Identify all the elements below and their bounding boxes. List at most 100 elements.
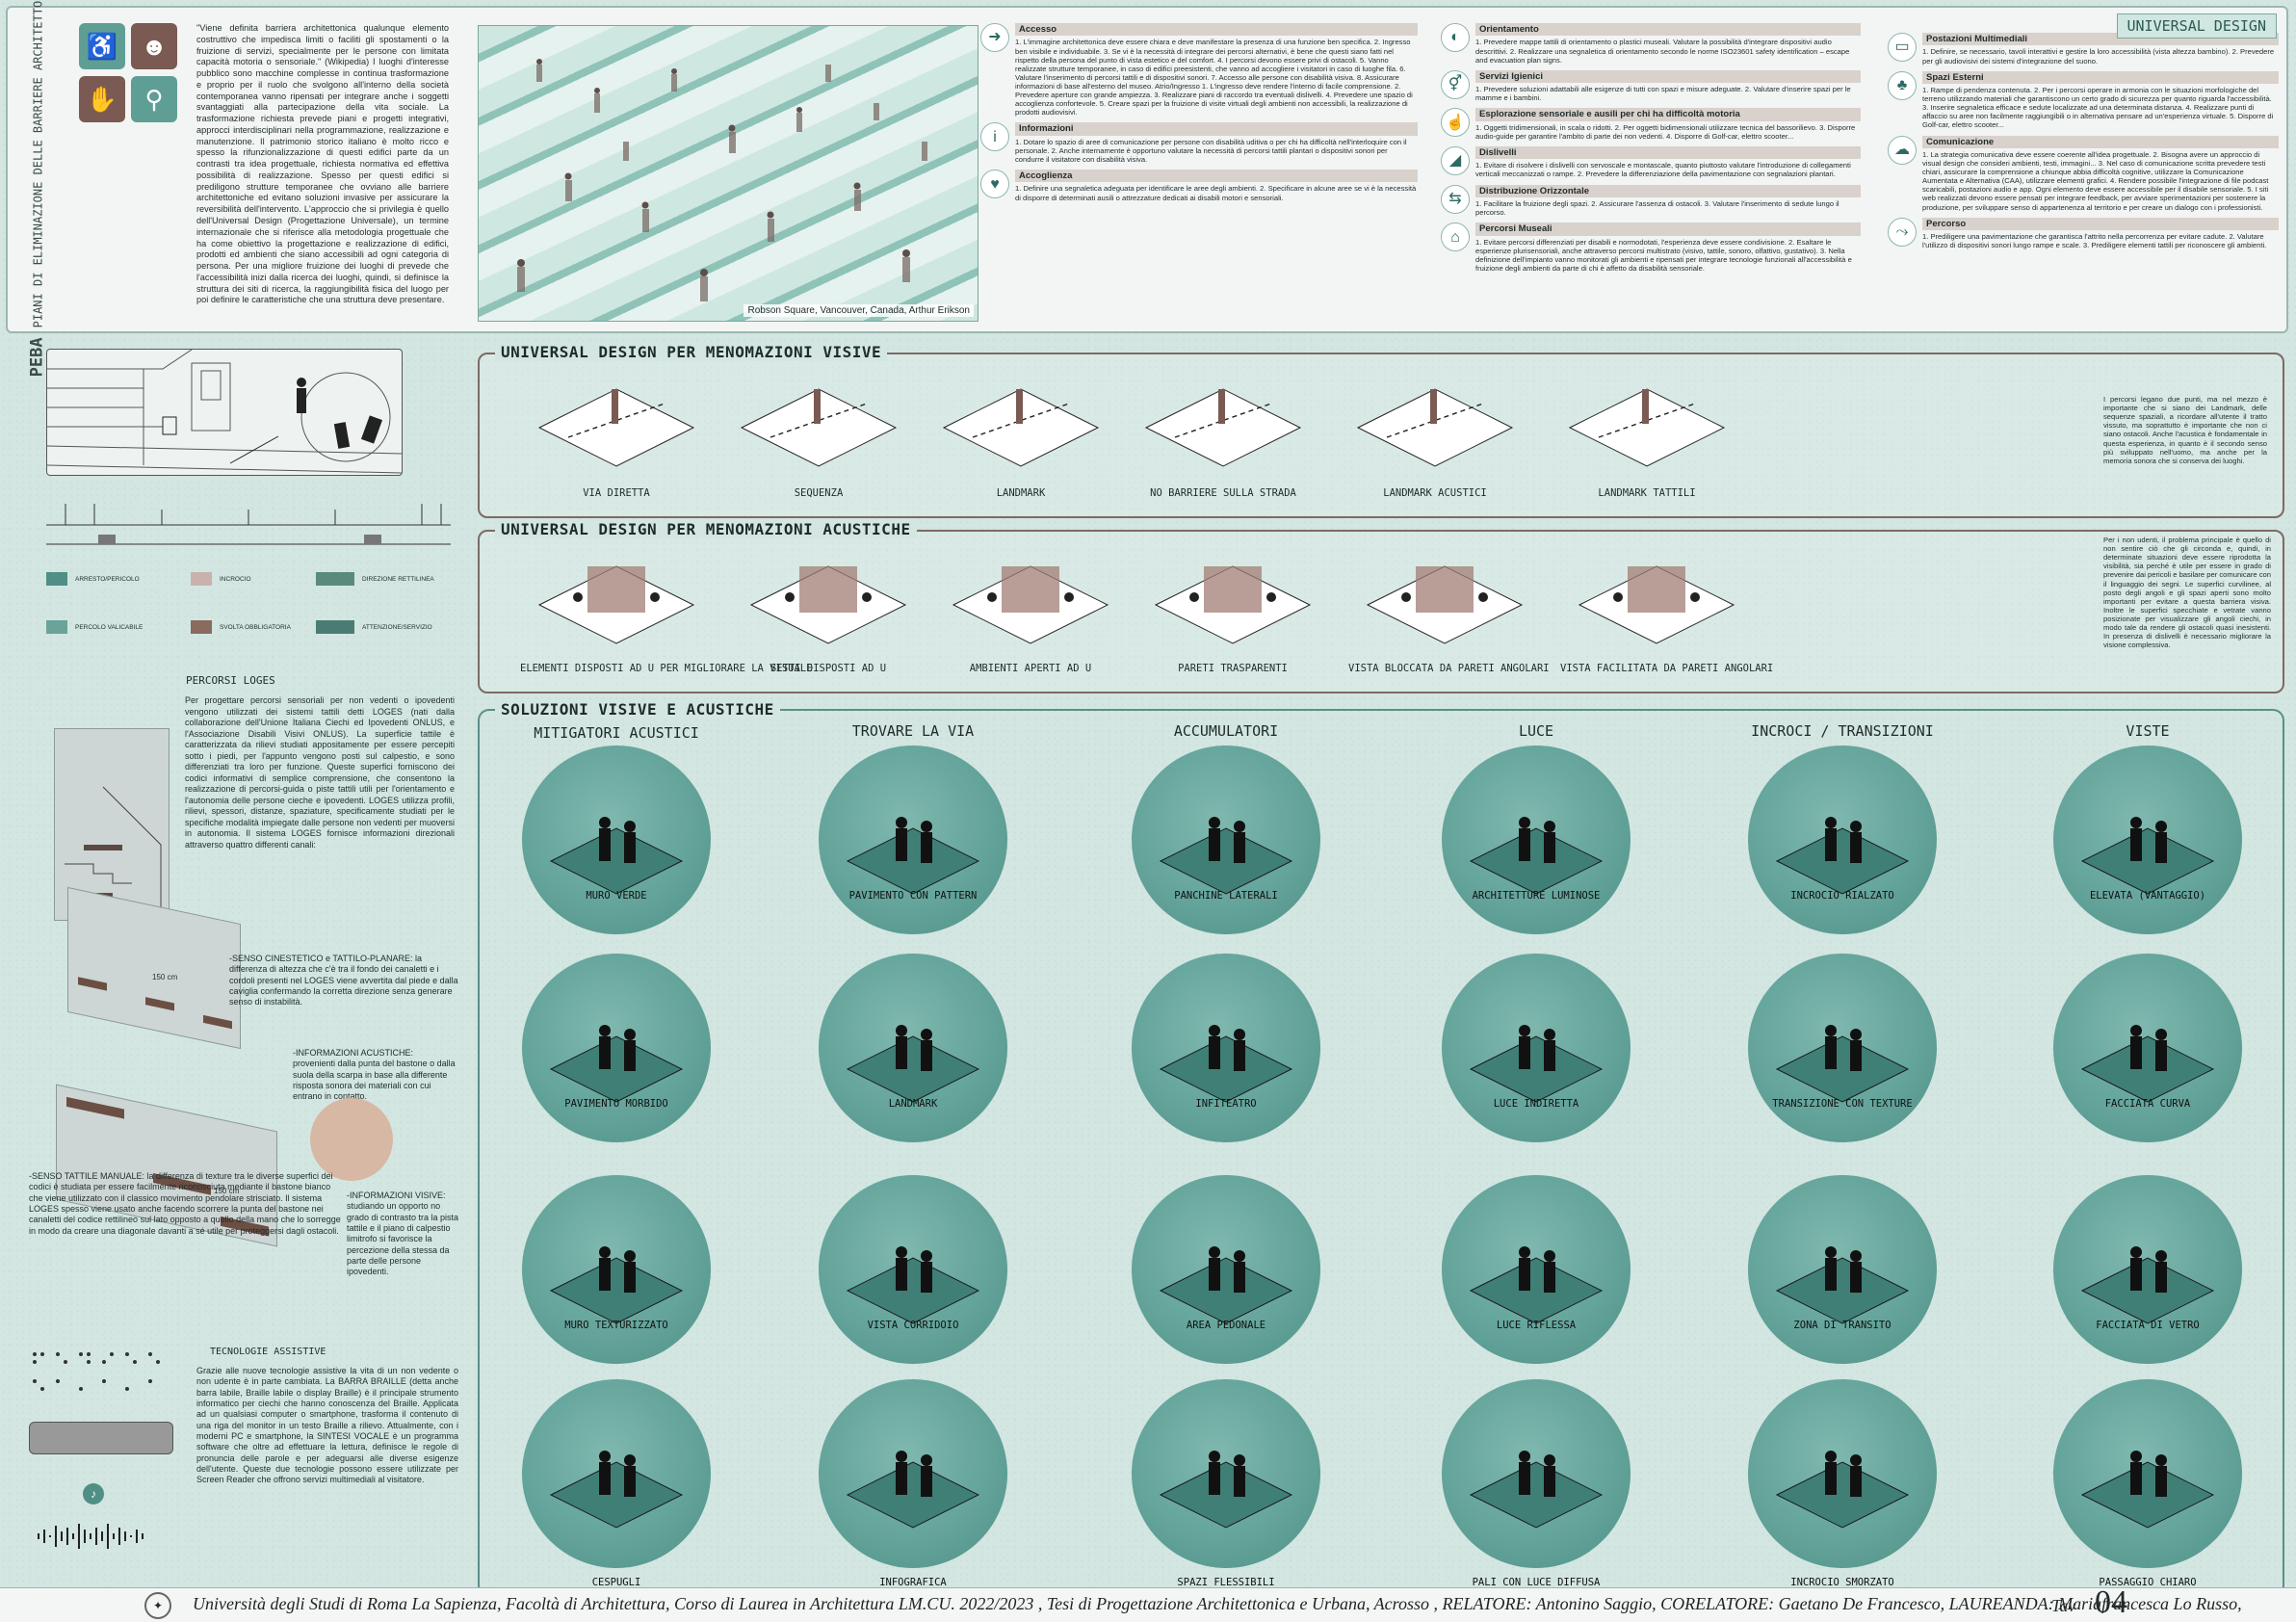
guideline-text: 1. Facilitare la fruizione degli spazi. … [1475,198,1839,218]
solution-label: LUCE RIFLESSA [1496,1320,1577,1331]
guideline-title: Accoglienza [1015,170,1418,183]
robson-square-photo: Robson Square, Vancouver, Canada, Arthur… [478,25,978,322]
braille-bar-device [29,1422,173,1454]
acoustic-note: Per i non udenti, il problema principale… [2103,536,2271,650]
acoustic-design-card: AMBIENTI APERTI AD U [934,537,1127,682]
solution-circle [1132,746,1320,934]
legend-item: DIREZIONE RETTILINEA [316,572,434,586]
guideline-servizi: ⚥ Servizi Igienici 1. Prevedere soluzion… [1441,69,1861,103]
solution-circle [819,1379,1007,1568]
side-title: PEBA PIANI DI ELIMINAZIONE DELLE BARRIERE… [17,0,56,377]
guideline-esplorazione: ☝ Esplorazione sensoriale e ausili per c… [1441,108,1861,141]
legend-item: PERCOLO VALICABILE [46,620,143,634]
street-sketch [46,349,403,476]
visual-card-label: LANDMARK [996,487,1046,499]
toilet-icon: ⚥ [1441,69,1470,99]
solution-label: FACCIATA DI VETRO [2096,1320,2200,1331]
tablet-icon: ▭ [1888,33,1917,62]
guideline-accoglienza: ♥ Accoglienza 1. Definire una segnaletic… [980,170,1418,202]
info-acustiche-text: -INFORMAZIONI ACUSTICHE: provenienti dal… [293,1048,456,1102]
tech-text: Grazie alle nuove tecnologie assistive l… [196,1366,458,1485]
acoustic-design-card: VISTA BLOCCATA DA PARETI ANGOLARI [1348,537,1550,682]
tree-icon: ♣ [1888,70,1917,100]
side-title-main: PEBA [27,337,47,378]
solution-circle [1442,1379,1631,1568]
intro-text: "Viene definita barriera architettonica … [196,23,449,305]
solution-circle [1132,954,1320,1142]
guideline-text: 1. Definire, se necessario, tavoli inter… [1922,47,2275,65]
acoustic-card-label: VISTA FACILITATA DA PARETI ANGOLARI [1560,663,1774,674]
solution-label: MURO VERDE [586,890,647,902]
photo-caption: Robson Square, Vancouver, Canada, Arthur… [744,304,974,317]
solution-circle [1748,1379,1937,1568]
visual-panel-title: UNIVERSAL DESIGN PER MENOMAZIONI VISIVE [495,343,888,361]
info-icon: i [980,122,1009,152]
heart-hands-icon: ♥ [980,170,1009,199]
guidelines-column-1: ➜ Accesso 1. L'immagine architettonica d… [980,23,1418,208]
arrow-enter-icon: ➜ [980,23,1009,52]
header-panel: PEBA PIANI DI ELIMINAZIONE DELLE BARRIERE… [6,0,2288,377]
solution-circle [1442,1175,1631,1364]
hand-touch-icon: ☝ [1441,108,1470,138]
guideline-text: 1. Evitare di risolvere i dislivelli con… [1475,161,1851,179]
braille-dots [29,1348,173,1406]
solution-circle [522,746,711,934]
guideline-text: 1. Prediligere una pavimentazione che ga… [1922,232,2267,250]
visual-design-card: VIA DIRETTA [520,360,713,505]
solution-circle [1748,1175,1937,1364]
universal-design-badge: UNIVERSAL DESIGN [2116,13,2277,39]
solution-category: LUCE [1518,722,1554,740]
guideline-title: Informazioni [1015,122,1418,136]
solution-circle [2053,1379,2242,1568]
loges-legend: ARRESTO/PERICOLO INCROCIO DIREZIONE RETT… [46,572,451,640]
chat-icon: ☁ [1888,135,1917,165]
solution-circle [522,1175,711,1364]
guideline-text: 1. Evitare percorsi differenziati per di… [1475,237,1852,273]
guideline-accesso: ➜ Accesso 1. L'immagine architettonica d… [980,23,1418,118]
voice-waveform [35,1522,150,1551]
guideline-title: Spazi Esterni [1922,70,2279,84]
solution-label: TRANSIZIONE CON TEXTURE [1772,1098,1913,1110]
solution-category: MITIGATORI ACUSTICI [534,724,699,742]
solution-label: INFOGRAFICA [879,1577,947,1588]
solution-category: VISTE [2126,722,2170,740]
guideline-text: 1. Prevedere soluzioni adattabili alle e… [1475,85,1851,103]
guideline-spazi-esterni: ♣ Spazi Esterni 1. Rampe di pendenza con… [1888,70,2279,130]
solution-label: VISTA CORRIDOIO [867,1320,959,1331]
solution-circle [2053,954,2242,1142]
guideline-title: Percorso [1922,217,2279,231]
visual-note: I percorsi legano due punti, ma nel mezz… [2103,395,2267,465]
university-seal-icon: ✦ [144,1592,171,1619]
acoustic-card-label: AMBIENTI APERTI AD U [969,663,1092,674]
solution-label: FACCIATA CURVA [2104,1098,2191,1110]
acoustic-card-label: ELEMENTI DISPOSTI AD U PER MIGLIORARE LA… [520,663,813,674]
acoustic-card-label: PARETI TRASPARENTI [1178,663,1288,674]
side-title-sub: PIANI DI ELIMINAZIONE DELLE BARRIERE ARC… [31,0,45,328]
guideline-orientamento: ◐ Orientamento 1. Prevedere mappe tattil… [1441,23,1861,65]
loges-title: PERCORSI LOGES [186,674,275,687]
slope-icon: ◢ [1441,145,1470,175]
guideline-text: 1. Definire una segnaletica adeguata per… [1015,184,1417,202]
senso-cinestetico-text: -SENSO CINESTETICO e TATTILO-PLANARE: la… [229,954,458,1007]
guideline-title: Accesso [1015,23,1418,37]
solution-label: SPAZI FLESSIBILI [1177,1577,1275,1588]
visual-design-card: NO BARRIERE SULLA STRADA [1127,360,1319,505]
legend-item: ARRESTO/PERICOLO [46,572,140,586]
acoustic-card-label: VISTA BLOCCATA DA PARETI ANGOLARI [1348,663,1550,674]
visual-design-card: LANDMARK ACUSTICI [1339,360,1531,505]
solution-circle [2053,746,2242,934]
guideline-text: 1. L'immagine architettonica deve essere… [1015,38,1413,118]
solution-category: ACCUMULATORI [1173,722,1279,740]
legend-item: ATTENZIONE/SERVIZIO [316,620,432,634]
solution-label: LANDMARK [888,1098,938,1110]
acoustic-design-card: ELEMENTI DISPOSTI AD U PER MIGLIORARE LA… [520,537,813,682]
guideline-title: Orientamento [1475,23,1861,37]
solution-circle [819,746,1007,934]
loges-ramp-illustration [67,886,241,1050]
cane-tip-detail [310,1098,393,1181]
solution-label: INFITEATRO [1195,1098,1257,1110]
solution-circle [522,1379,711,1568]
solution-label: LUCE INDIRETTA [1493,1098,1579,1110]
solutions-panel [478,709,2284,1597]
tav-number: 04 [2095,1584,2127,1620]
